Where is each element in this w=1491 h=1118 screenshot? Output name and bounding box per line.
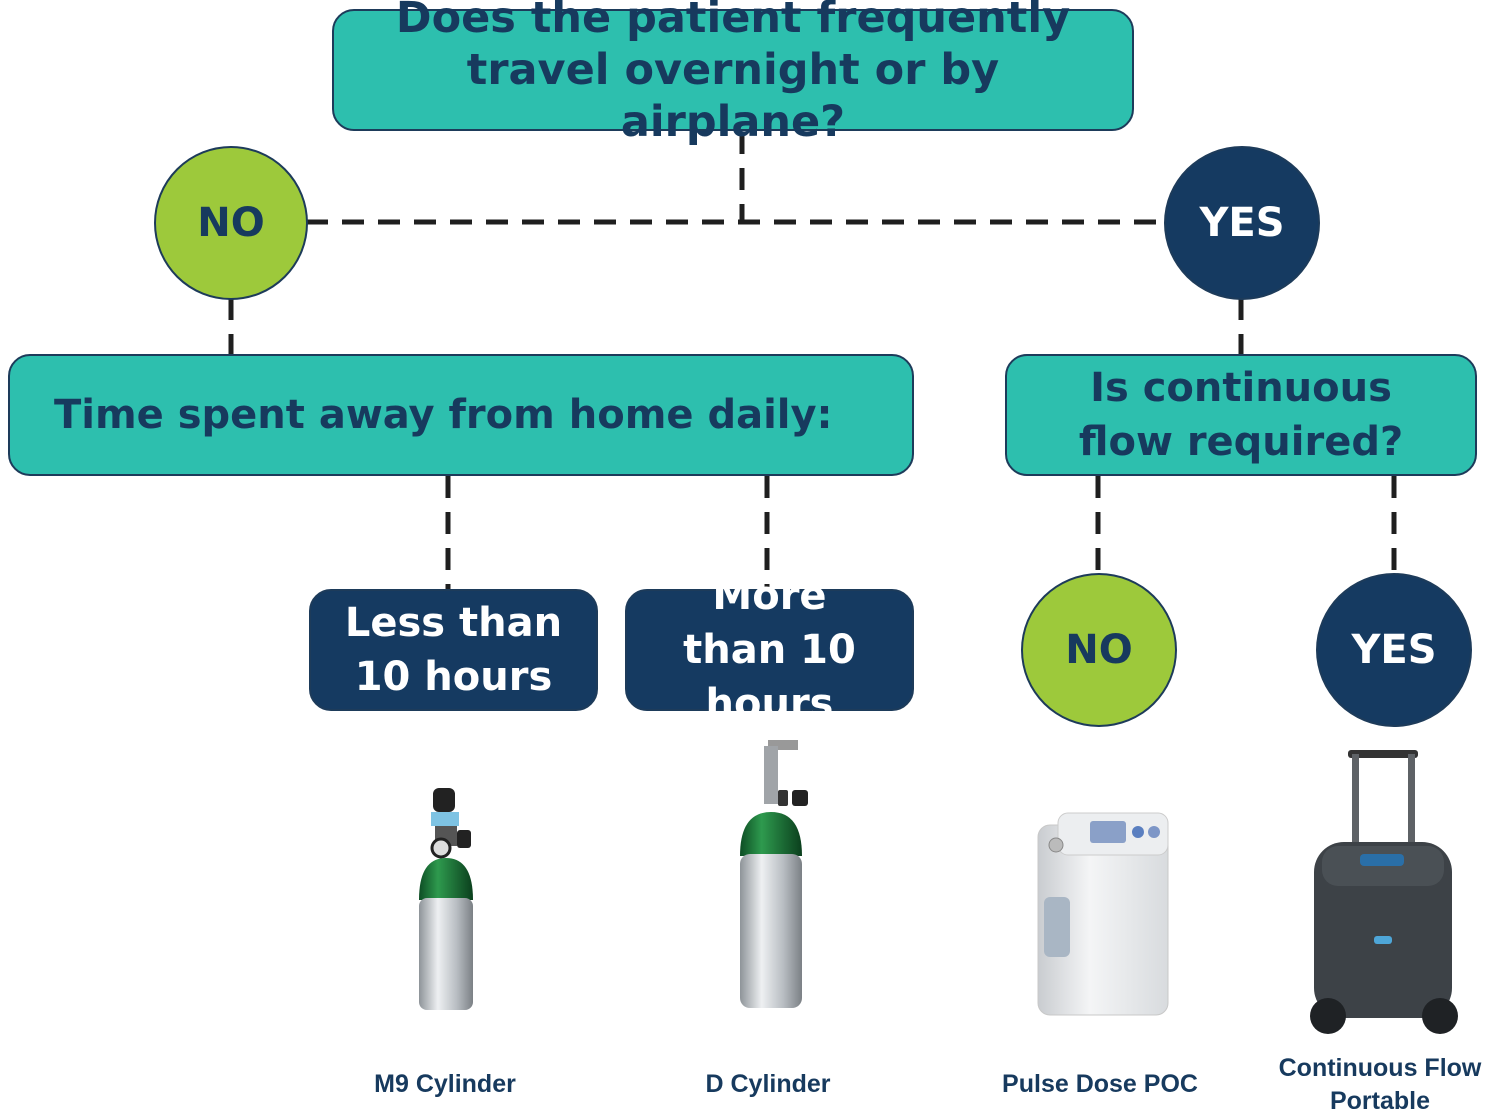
question-time-text: Time spent away from home daily: (54, 392, 833, 438)
travel-yes-label: YES (1199, 200, 1285, 246)
travel-no-label: NO (197, 200, 265, 246)
time-less-text: Less than 10 hours (344, 600, 563, 700)
flow-no-circle: NO (1021, 573, 1177, 727)
question-flow-box: Is continuous flow required? (1005, 354, 1477, 476)
flow-no-label: NO (1065, 627, 1133, 673)
d-cylinder-image (740, 740, 808, 1008)
question-travel-text: Does the patient frequently travel overn… (395, 0, 1071, 147)
caption-pulse-text: Pulse Dose POC (1002, 1070, 1198, 1098)
question-travel-box: Does the patient frequently travel overn… (332, 0, 1134, 147)
caption-pulse-dose-poc: Pulse Dose POC (970, 1068, 1230, 1101)
question-time-box: Time spent away from home daily: (8, 354, 914, 476)
caption-m9-cylinder: M9 Cylinder (330, 1068, 560, 1101)
time-more-box: More than 10 hours (625, 573, 914, 727)
flow-yes-circle: YES (1316, 573, 1472, 727)
travel-yes-circle: YES (1164, 146, 1320, 300)
caption-m9-text: M9 Cylinder (374, 1070, 516, 1098)
time-less-box: Less than 10 hours (309, 589, 598, 711)
m9-cylinder-image (419, 788, 473, 1010)
continuous-flow-portable-image (1310, 750, 1458, 1034)
caption-continuous-text: Continuous Flow Portable (1278, 1054, 1482, 1115)
pulse-dose-poc-image (1037, 812, 1169, 1016)
travel-no-circle: NO (154, 146, 308, 300)
question-flow-text: Is continuous flow required? (1078, 365, 1404, 465)
caption-d-cylinder: D Cylinder (653, 1068, 883, 1101)
caption-d-text: D Cylinder (705, 1070, 831, 1098)
caption-continuous-flow-portable: Continuous Flow Portable (1270, 1052, 1490, 1118)
flow-yes-label: YES (1351, 627, 1437, 673)
time-more-text: More than 10 hours (683, 573, 856, 727)
